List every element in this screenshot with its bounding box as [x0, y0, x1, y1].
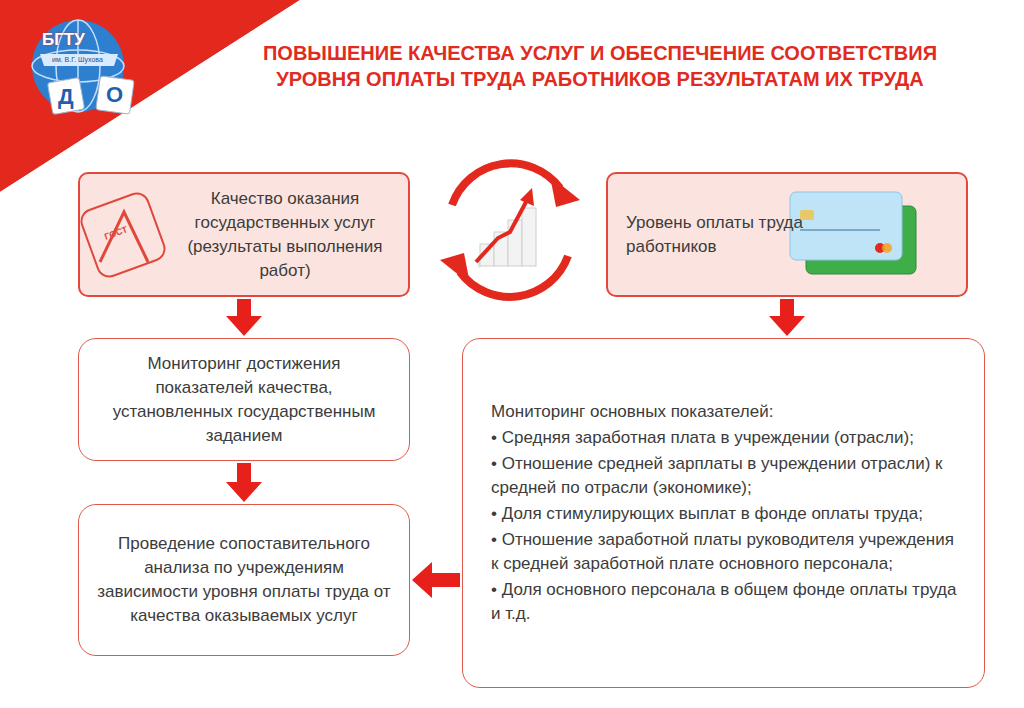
- logo-text: Д: [58, 84, 74, 110]
- gost-outline: [78, 190, 168, 280]
- box-text: Проведение сопоставительного анализа по …: [97, 532, 391, 628]
- box-text: Уровень оплаты труда работников: [626, 211, 816, 259]
- block-arrow: [412, 562, 460, 598]
- title: ПОВЫШЕНИЕ КАЧЕСТВА УСЛУГ И ОБЕСПЕЧЕНИЕ С…: [240, 40, 960, 92]
- process-box: Уровень оплаты труда работников: [606, 172, 968, 297]
- cycle-arrowhead: [550, 176, 580, 207]
- logo-text: им. В.Г. Шухова: [52, 56, 103, 63]
- bullet-item: • Доля основного персонала в общем фонде…: [491, 578, 962, 626]
- bank-card: [790, 192, 902, 260]
- stair-step: [508, 220, 522, 266]
- process-box: Мониторинг основных показателей:• Средня…: [462, 338, 985, 688]
- bank-card: [806, 206, 916, 274]
- card-logo: [875, 243, 885, 253]
- process-box: Проведение сопоставительного анализа по …: [78, 504, 410, 656]
- logo-band: [40, 54, 118, 66]
- cycle-arrowhead: [440, 253, 470, 284]
- box-text: Мониторинг основных показателей:: [491, 400, 962, 424]
- growth-arrow: [476, 202, 526, 262]
- card-logo: [882, 243, 892, 253]
- stair-step: [522, 208, 536, 266]
- growth-arrowhead: [520, 188, 534, 206]
- stair-step: [480, 244, 494, 266]
- card-chip: [800, 210, 814, 220]
- block-arrow: [226, 463, 262, 502]
- logo-cube: [47, 77, 84, 114]
- cycle-arrow: [452, 163, 560, 205]
- bullet-item: • Отношение средней зарплаты в учреждени…: [491, 452, 962, 500]
- bullet-item: • Доля стимулирующих выплат в фонде опла…: [491, 502, 962, 526]
- block-arrow: [769, 299, 805, 336]
- logo-text: БГТУ: [42, 30, 85, 50]
- process-box: Мониторинг достижения показателей качест…: [78, 338, 410, 461]
- bullet-item: • Средняя заработная плата в учреждении …: [491, 426, 962, 450]
- logo-text: О: [106, 82, 123, 108]
- stair-step: [478, 250, 492, 268]
- stair-step: [494, 232, 508, 266]
- title-text: ПОВЫШЕНИЕ КАЧЕСТВА УСЛУГ И ОБЕСПЕЧЕНИЕ С…: [240, 40, 960, 92]
- block-arrow: [226, 299, 262, 336]
- box-text: Мониторинг достижения показателей качест…: [97, 352, 391, 448]
- gost-mark: [100, 212, 148, 262]
- bullet-item: • Отношение заработной платы руководител…: [491, 528, 962, 576]
- card-number: [800, 229, 880, 231]
- logo-cube: [96, 76, 134, 114]
- box-text: Качество оказания государственных услуг …: [172, 187, 398, 283]
- process-box: Качество оказания государственных услуг …: [78, 172, 410, 297]
- cycle-arrow: [460, 256, 568, 297]
